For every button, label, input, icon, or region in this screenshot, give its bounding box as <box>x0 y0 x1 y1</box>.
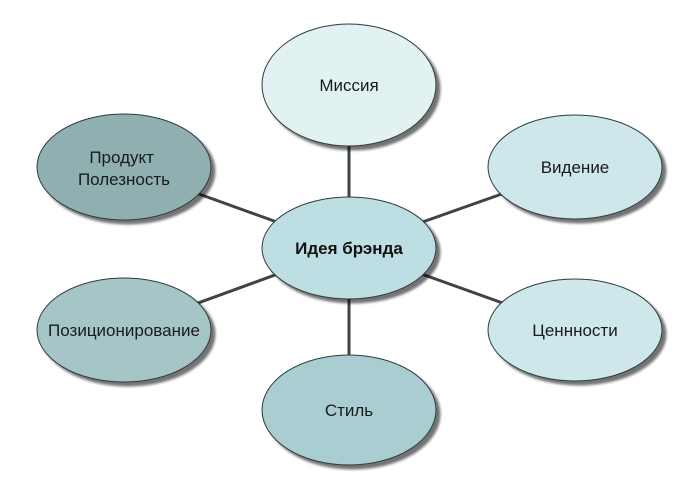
node-values-shape <box>487 278 663 382</box>
node-positioning-label: Позиционирование <box>48 321 200 340</box>
node-product-line-2: Полезность <box>78 170 170 189</box>
center-label: Идея брэнда <box>295 239 403 258</box>
node-vision-label: Видение <box>541 158 610 177</box>
node-product-line-1: Продукт <box>89 148 154 167</box>
node-center: Идея брэнда <box>261 196 437 300</box>
node-mission-label: Миссия <box>319 76 378 95</box>
node-vision-shape <box>487 114 663 220</box>
node-style: Стиль <box>261 354 437 466</box>
node-mission: Миссия <box>261 23 437 147</box>
node-mission-shape <box>261 23 437 147</box>
node-center-shape <box>261 196 437 300</box>
node-values: Ценнности <box>487 278 663 382</box>
node-vision: Видение <box>487 114 663 220</box>
node-product-shape <box>36 113 212 221</box>
node-positioning: Позиционирование <box>36 277 212 383</box>
node-style-label: Стиль <box>325 401 373 420</box>
node-values-label: Ценнности <box>532 321 617 340</box>
node-positioning-shape <box>36 277 212 383</box>
node-style-shape <box>261 354 437 466</box>
node-product-label: Продукт Полезность <box>78 148 170 189</box>
node-product: Продукт Полезность <box>36 113 212 221</box>
